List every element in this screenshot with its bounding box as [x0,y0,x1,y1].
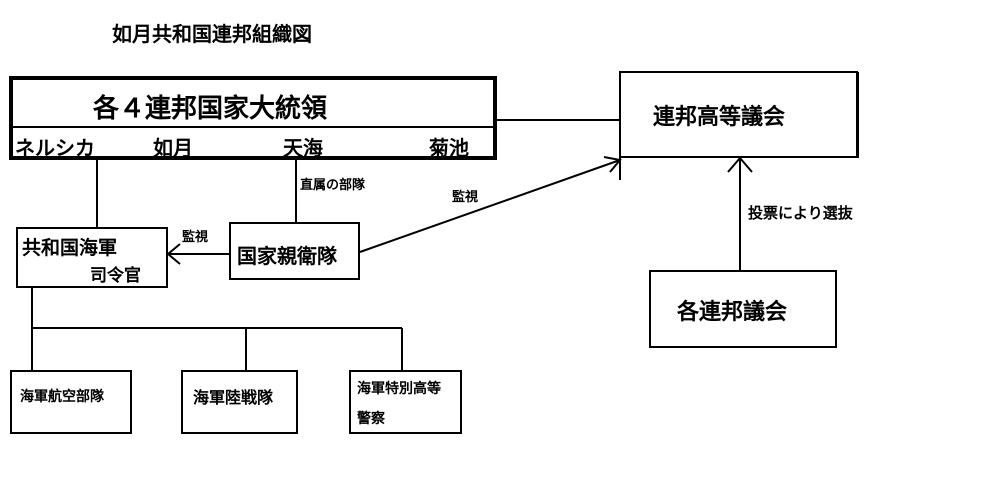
national-guard-label: 国家親衛隊 [237,244,337,268]
presidents-divider [13,126,493,128]
direct-unit-label: 直属の部隊 [300,178,366,193]
special-police-box: 海軍特別高等 警察 [349,370,462,434]
naval-air-unit-box: 海軍航空部隊 [10,370,132,434]
federal-councils-label: 各連邦議会 [677,300,788,325]
navy-commander-label: 司令官 [90,266,141,286]
federal-councils-box: 各連邦議会 [649,270,837,348]
special-police-label-2: 警察 [357,411,385,427]
high-council-label: 連邦高等議会 [653,105,786,130]
page-title: 如月共和国連邦組織図 [112,22,312,46]
monitor-arrow-council [359,159,621,253]
special-police-label: 海軍特別高等 [357,381,441,397]
marine-corps-label: 海軍陸戦隊 [193,388,274,407]
naval-air-unit-label: 海軍航空部隊 [20,389,104,405]
president-kikuchi: 菊池 [429,136,469,160]
vote-label: 投票により選抜 [748,204,853,222]
presidents-box: 各４連邦国家大統領 ネルシカ 如月 天海 菊池 [9,76,497,160]
president-nerushika: ネルシカ [15,136,95,160]
high-council-box: 連邦高等議会 [619,71,858,158]
marine-corps-box: 海軍陸戦隊 [181,370,298,434]
presidents-title: 各４連邦国家大統領 [93,94,328,124]
monitor-label-navy: 監視 [182,230,209,245]
navy-box: 共和国海軍 司令官 [16,227,168,288]
president-amami: 天海 [283,136,323,160]
president-kisaragi: 如月 [153,136,193,160]
national-guard-box: 国家親衛隊 [229,222,360,280]
monitor-label-council: 監視 [452,190,479,205]
navy-label: 共和国海軍 [22,237,118,259]
